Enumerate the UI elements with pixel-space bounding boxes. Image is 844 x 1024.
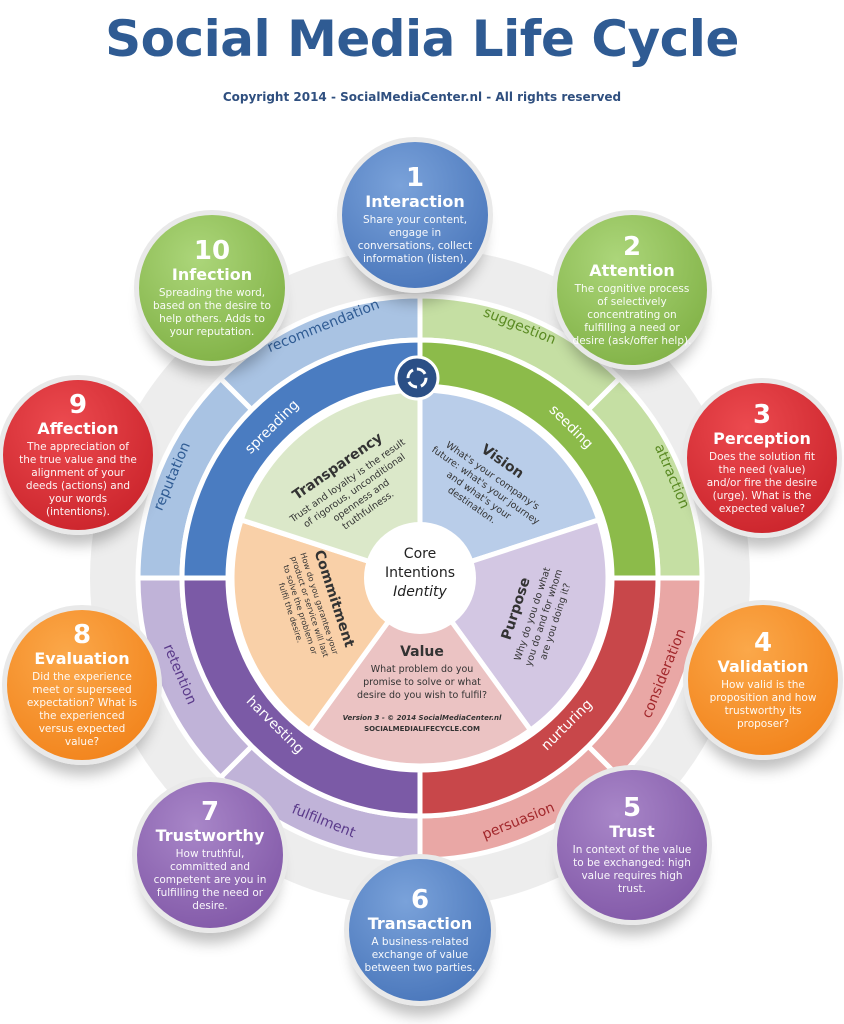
stage-number: 1 bbox=[405, 163, 425, 193]
slice-line: desire do you wish to fulfil? bbox=[357, 690, 487, 701]
stage-number: 3 bbox=[752, 399, 772, 430]
slice-title: Value bbox=[400, 644, 444, 660]
core-line2: Intentions bbox=[385, 565, 455, 581]
slice-line: What problem do you bbox=[371, 664, 474, 675]
stage-description: The appreciation of the true value and t… bbox=[19, 441, 137, 518]
stage-name: Trust bbox=[609, 822, 655, 841]
stage-description: How truthful, committed and competent ar… bbox=[153, 847, 267, 912]
stage-name: Infection bbox=[171, 265, 253, 284]
pie-slice-vision bbox=[417, 387, 602, 582]
stage-name: Trustworthy bbox=[155, 825, 265, 845]
stage-name: Interaction bbox=[365, 192, 465, 211]
pie-slice-transparency bbox=[238, 387, 423, 582]
copyright-text: Copyright 2014 - SocialMediaCenter.nl - … bbox=[222, 90, 622, 104]
logo-icon bbox=[394, 355, 440, 401]
slice-value: Value What problem do you promise to sol… bbox=[343, 644, 502, 733]
stage-description: Did the experience meet or superseed exp… bbox=[26, 671, 138, 748]
core-circle bbox=[364, 522, 476, 634]
stage-number: 5 bbox=[622, 793, 642, 823]
stage-name: Transaction bbox=[367, 913, 473, 933]
stage-name: Validation bbox=[717, 657, 809, 676]
stage-description: In context of the value to be exchanged:… bbox=[572, 844, 692, 895]
logo-swirl bbox=[406, 367, 428, 389]
stage-number: 4 bbox=[753, 628, 773, 658]
pie-slice-value bbox=[306, 573, 534, 769]
stage-description: Spreading the word, based on the desire … bbox=[153, 287, 271, 338]
stage-description: Share your content, engage in conversati… bbox=[357, 214, 473, 265]
core-line3: Identity bbox=[393, 584, 447, 600]
stage-description: Does the solution fit the need (value) a… bbox=[706, 450, 818, 515]
page-title: Social Media Life Cycle bbox=[105, 10, 739, 68]
stage-description: The cognitive process of selectively con… bbox=[572, 282, 692, 347]
stage-description: A business-related exchange of value bet… bbox=[364, 935, 476, 974]
stage-name: Affection bbox=[37, 419, 119, 438]
stage-name: Evaluation bbox=[34, 649, 130, 668]
core-line1: Core bbox=[404, 546, 436, 562]
stage-number: 10 bbox=[193, 236, 231, 266]
stage-name: Attention bbox=[589, 260, 675, 280]
stage-number: 6 bbox=[410, 884, 430, 915]
stage-number: 8 bbox=[72, 620, 92, 650]
stage-description: How valid is the proposition and how tru… bbox=[709, 679, 817, 730]
stage-number: 2 bbox=[622, 231, 642, 262]
stage-number: 7 bbox=[200, 796, 220, 827]
version-text: Version 3 - © 2014 SocialMediaCenter.nl bbox=[343, 714, 502, 722]
middle-segment-harvesting bbox=[179, 575, 423, 819]
slice-line: promise to solve or what bbox=[363, 677, 481, 688]
website-text: SOCIALMEDIALIFECYCLE.COM bbox=[364, 725, 480, 733]
stage-name: Perception bbox=[713, 428, 811, 448]
stage-number: 9 bbox=[68, 390, 88, 420]
